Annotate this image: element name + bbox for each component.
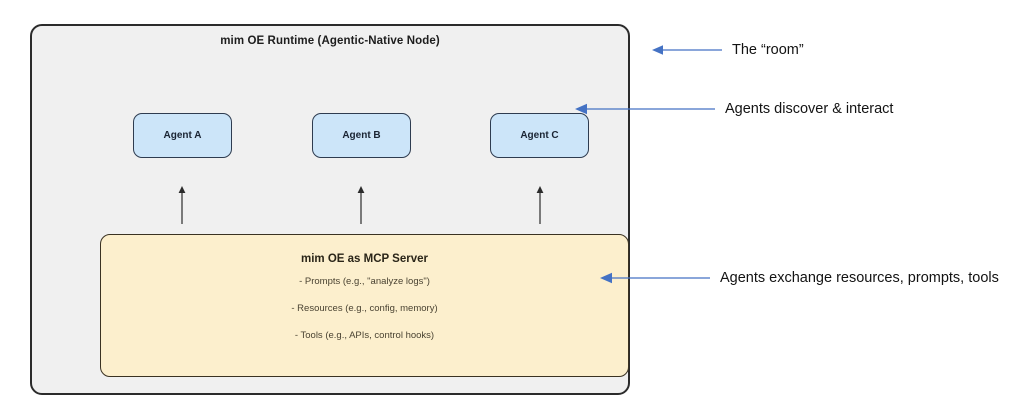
mcp-server-box: mim OE as MCP Server - Prompts (e.g., "a… — [100, 234, 629, 377]
annotation-label-room: The “room” — [732, 42, 804, 58]
agent-box-b: Agent B — [312, 113, 411, 158]
connector-arrow-up-icon-a — [178, 186, 186, 224]
connector-arrow-up-icon-c — [536, 186, 544, 224]
mcp-server-line-resources: - Resources (e.g., config, memory) — [291, 303, 438, 314]
mcp-server-line-tools: - Tools (e.g., APIs, control hooks) — [294, 330, 435, 341]
annotation-agents-exchange: Agents exchange resources, prompts, tool… — [600, 267, 1024, 289]
mcp-server-title: mim OE as MCP Server — [301, 253, 428, 265]
annotation-arrow-left-icon-agents-discover — [575, 103, 715, 115]
annotation-label-agents-exchange: Agents exchange resources, prompts, tool… — [720, 270, 999, 286]
connector-arrow-up-icon-b — [357, 186, 365, 224]
agent-label-a: Agent A — [163, 130, 202, 141]
annotation-agents-discover: Agents discover & interact — [575, 98, 1005, 120]
mcp-server-line-prompts: - Prompts (e.g., "analyze logs") — [299, 276, 430, 287]
annotation-room: The “room” — [652, 39, 992, 61]
agent-label-c: Agent C — [520, 130, 559, 141]
runtime-title: mim OE Runtime (Agentic-Native Node) — [220, 35, 440, 47]
agent-box-c: Agent C — [490, 113, 589, 158]
agent-label-b: Agent B — [342, 130, 381, 141]
annotation-arrow-left-icon-agents-exchange — [600, 272, 710, 284]
annotation-arrow-left-icon-room — [652, 45, 722, 55]
agent-box-a: Agent A — [133, 113, 232, 158]
runtime-container: mim OE Runtime (Agentic-Native Node) Age… — [30, 24, 630, 395]
annotation-label-agents-discover: Agents discover & interact — [725, 101, 894, 117]
